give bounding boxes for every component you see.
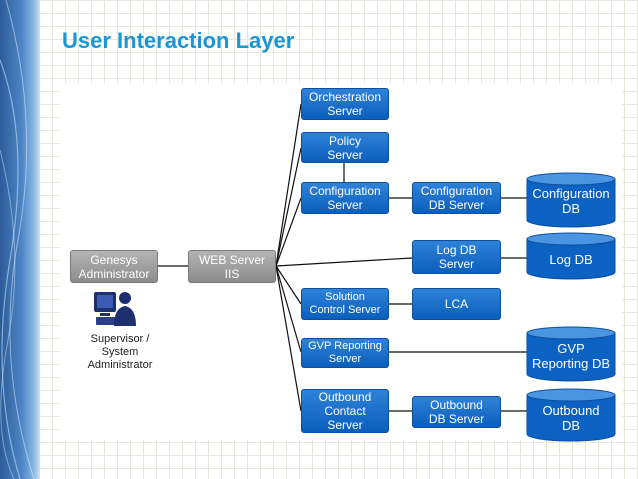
log-db-server-label: Log DB Server xyxy=(436,243,477,271)
database-icon xyxy=(526,172,616,228)
policy-server-box: Policy Server xyxy=(301,132,389,163)
lca-box: LCA xyxy=(412,288,501,320)
log-db-server-box: Log DB Server xyxy=(412,240,501,274)
configuration-db-cylinder: Configuration DB xyxy=(526,172,616,228)
supervisor-label: Supervisor / System Administrator xyxy=(87,333,153,371)
configuration-server-box: Configuration Server xyxy=(301,182,389,214)
web-server-label: WEB Server IIS xyxy=(198,252,265,281)
solution-control-server-label: Solution Control Server xyxy=(309,291,381,316)
configuration-server-label: Configuration Server xyxy=(309,184,381,212)
database-icon xyxy=(526,326,616,382)
outbound-contact-server-box: Outbound Contact Server xyxy=(301,389,389,433)
orchestration-server-box: Orchestration Server xyxy=(301,88,389,120)
supervisor-computer-icon xyxy=(94,292,136,326)
outbound-db-server-box: Outbound DB Server xyxy=(412,396,501,428)
configuration-db-server-label: Configuration DB Server xyxy=(420,184,493,212)
database-icon xyxy=(526,232,616,280)
configuration-db-server-box: Configuration DB Server xyxy=(412,182,501,214)
outbound-db-label: Outbound DB xyxy=(542,403,600,433)
page-title: User Interaction Layer xyxy=(62,28,295,53)
outbound-db-cylinder: Outbound DB xyxy=(526,388,616,442)
log-db-cylinder: Log DB xyxy=(526,232,616,280)
genesys-administrator-box: Genesys Administrator xyxy=(70,250,158,283)
configuration-db-label: Configuration DB xyxy=(532,186,610,216)
log-db-label: Log DB xyxy=(549,252,593,267)
solution-control-server-box: Solution Control Server xyxy=(301,288,389,320)
web-server-box: WEB Server IIS xyxy=(188,250,276,283)
gvp-reporting-db-cylinder: GVP Reporting DB xyxy=(526,326,616,382)
decorative-sidebar xyxy=(0,0,40,479)
orchestration-server-label: Orchestration Server xyxy=(308,90,382,118)
gvp-reporting-server-label: GVP Reporting Server xyxy=(308,340,382,365)
policy-server-label: Policy Server xyxy=(327,133,363,162)
database-icon xyxy=(526,388,616,442)
outbound-contact-server-label: Outbound Contact Server xyxy=(318,390,372,432)
lca-label: LCA xyxy=(444,297,469,311)
outbound-db-server-label: Outbound DB Server xyxy=(428,398,485,426)
genesys-administrator-label: Genesys Administrator xyxy=(78,252,150,281)
gvp-reporting-server-box: GVP Reporting Server xyxy=(301,338,389,368)
gvp-reporting-db-label: GVP Reporting DB xyxy=(531,341,611,371)
